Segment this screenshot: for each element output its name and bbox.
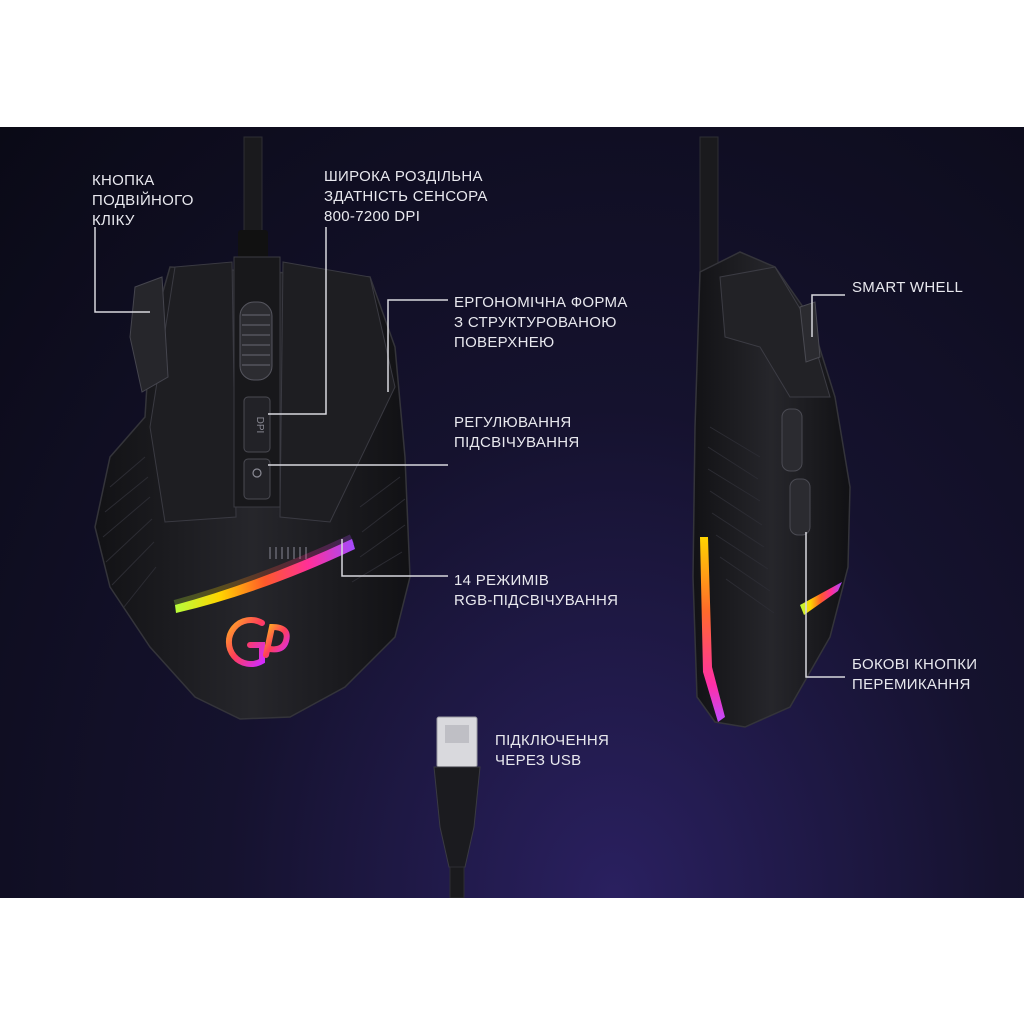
side-rgb-accent [800,582,842,615]
front-left-button [149,261,237,523]
callout-rgb-modes-line-1: 14 режимів [454,572,550,589]
front-grip-texture [102,456,406,608]
side-button-front [781,408,803,472]
usb-plug-housing [433,766,481,868]
line-smart-wheel [811,294,845,337]
usb-plug-slot [445,725,469,743]
callout-double-click-line-1: Кнопка [92,172,155,189]
line-double-click [94,227,150,313]
scroll-wheel-ribs [242,314,270,366]
callout-backlight-line-2: підсвічування [454,434,580,451]
dpi-button-label: DPI [254,417,265,434]
line-ergonomic [387,299,448,392]
callout-usb: Підключення через USB [495,731,609,771]
line-sensor [268,227,327,415]
callout-sensor: Широка роздільна здатність сенсора 800-7… [324,167,488,227]
callout-ergonomic-line-3: поверхнею [454,334,555,351]
callout-sensor-line-2: здатність сенсора [324,188,488,205]
callout-side-buttons: Бокові кнопки перемикання [852,655,977,695]
side-top-shell [719,266,831,398]
callout-double-click-line-3: кліку [92,212,135,229]
double-click-button [129,276,169,393]
smart-wheel-button [799,301,821,363]
callout-sensor-line-1: Широка роздільна [324,168,483,185]
backlight-button [243,458,271,500]
line-rgb [341,539,448,577]
callout-backlight-line-1: Регулювання [454,414,572,431]
scroll-wheel [239,301,273,381]
callout-ergonomic-line-2: з структурованою [454,314,617,331]
front-cable-strain [238,230,268,260]
side-rgb-strip [700,537,725,722]
side-cable [699,136,719,273]
product-banner: DPI [0,127,1024,898]
callout-rgb-modes: 14 режимів RGB-підсвічування [454,571,618,611]
callout-ergonomic-line-1: Ергономічна форма [454,294,628,311]
side-grip-texture [707,426,775,614]
callout-lines [94,227,845,678]
callout-rgb-modes-line-2: RGB-підсвічування [454,592,619,609]
callout-double-click: Кнопка подвійного кліку [92,171,194,231]
callout-smart-wheel: Smart Whell [852,278,963,298]
front-rgb-glow [173,534,355,610]
callout-usb-line-2: через USB [495,752,582,769]
product-illustration: DPI [94,136,851,898]
sun-icon [252,468,262,478]
callout-double-click-line-2: подвійного [92,192,194,209]
usb-cable [449,866,465,898]
dpi-button [243,396,271,453]
line-side-buttons [805,532,845,678]
usb-connector [433,716,481,898]
side-mouse [692,136,851,728]
side-button-back [789,478,811,536]
callout-sensor-line-3: 800-7200 DPI [324,208,421,225]
callout-usb-line-1: Підключення [495,732,610,749]
gp-logo [225,617,290,667]
front-mouse: DPI [94,136,411,720]
callout-backlight: Регулювання підсвічування [454,413,580,453]
callout-side-buttons-line-2: перемикання [852,676,971,693]
callout-ergonomic: Ергономічна форма з структурованою повер… [454,293,628,353]
callout-side-buttons-line-1: Бокові кнопки [852,656,978,673]
callout-smart-wheel-line-1: Smart Whell [852,279,964,296]
front-vent [269,547,307,559]
